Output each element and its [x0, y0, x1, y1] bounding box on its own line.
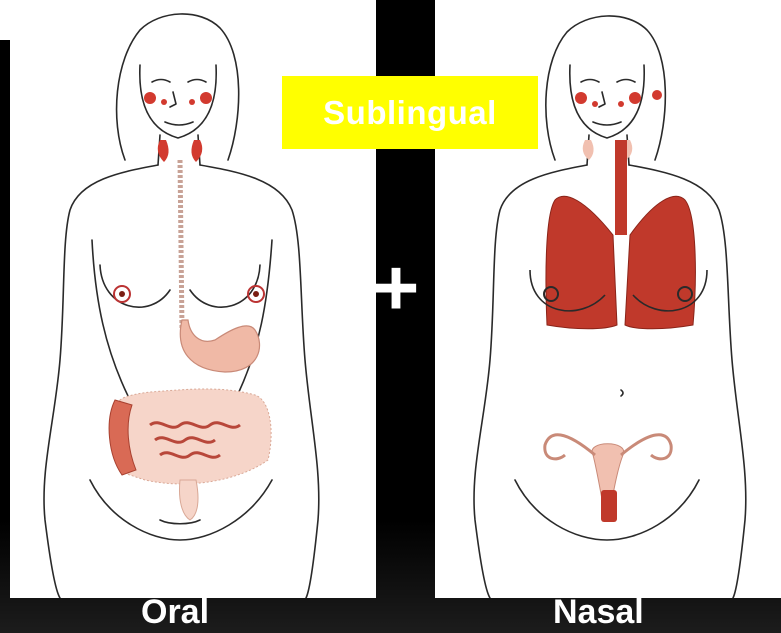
nasal-route-label: Nasal	[553, 592, 644, 633]
right-lung	[625, 196, 695, 328]
left-edge-white-strip	[0, 0, 10, 40]
salivary-gland	[191, 140, 202, 162]
salivary-gland	[158, 140, 169, 162]
cheek-spot	[144, 92, 156, 104]
torso-outline	[44, 165, 158, 598]
stomach	[180, 320, 259, 372]
esophagus	[180, 160, 182, 330]
sublingual-label: Sublingual	[282, 76, 538, 149]
vaginal-area	[601, 490, 617, 522]
trachea	[615, 140, 627, 235]
cheek-spot	[200, 92, 212, 104]
plus-sign: +	[367, 252, 425, 324]
oral-route-label: Oral	[141, 592, 209, 633]
